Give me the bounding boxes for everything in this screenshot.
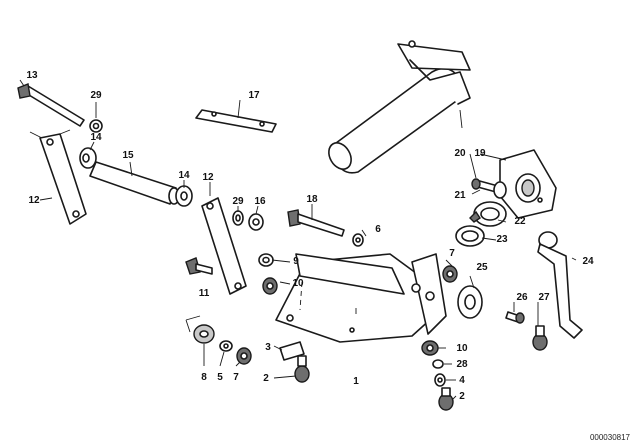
- housing-19: [499, 149, 557, 219]
- lever-12-center: [201, 197, 247, 295]
- callout-29-mid: 29: [232, 196, 244, 207]
- callout-19: 19: [474, 148, 486, 159]
- callout-18: 18: [306, 194, 318, 205]
- callout-26: 26: [516, 292, 528, 303]
- callout-11: 11: [199, 288, 210, 299]
- bolt-2-right: [438, 387, 454, 411]
- clamp-22: [469, 201, 507, 227]
- bolt-18: [287, 209, 345, 237]
- bolt-13: [17, 83, 85, 127]
- callout-1: 1: [353, 376, 359, 387]
- callout-20: 20: [454, 148, 466, 159]
- callout-7-left: 7: [233, 372, 239, 383]
- callout-14-left: 14: [90, 132, 102, 143]
- callout-10-lower: 10: [456, 343, 468, 354]
- callout-12-center: 12: [202, 172, 214, 183]
- callout-28: 28: [456, 359, 468, 370]
- callout-labels: 13 29 17 14 15 12 12 14 29 16 20 19 21 2…: [26, 70, 594, 402]
- callout-22: 22: [514, 216, 526, 227]
- callout-3: 3: [265, 342, 271, 353]
- washer-29-top: [89, 119, 103, 133]
- spring-21: [493, 181, 507, 199]
- callout-5: 5: [217, 372, 223, 383]
- bolt-11: [185, 257, 213, 275]
- callout-14-right: 14: [178, 170, 190, 181]
- callout-24: 24: [582, 256, 594, 267]
- lever-12-left: [39, 133, 87, 225]
- callout-16: 16: [254, 196, 266, 207]
- callout-15: 15: [122, 150, 134, 161]
- main-bracket-1: [275, 253, 447, 343]
- callout-2-right: 2: [459, 391, 465, 402]
- callout-25: 25: [476, 262, 488, 273]
- callout-29-top: 29: [90, 90, 102, 101]
- callout-27: 27: [538, 292, 550, 303]
- nut-16: [248, 213, 264, 231]
- washer-29-mid: [232, 210, 244, 226]
- washer-25: [457, 285, 483, 319]
- nut-10-lower: [421, 340, 439, 356]
- bushing-8: [193, 324, 215, 344]
- bolt-2-left: [294, 355, 310, 383]
- callout-9: 9: [293, 256, 299, 267]
- washer-28: [432, 359, 444, 369]
- steering-column-tube: [328, 40, 471, 174]
- callout-21: 21: [454, 190, 466, 201]
- callout-17: 17: [248, 90, 260, 101]
- leader-lines: [19, 79, 577, 401]
- washer-6: [352, 233, 364, 247]
- callout-8: 8: [201, 372, 207, 383]
- bracket-17: [195, 109, 277, 133]
- diagram-id: 000030817: [590, 433, 631, 442]
- nut-10-upper: [262, 277, 278, 295]
- bushing-14-left: [79, 147, 97, 169]
- callout-2-left: 2: [263, 373, 269, 384]
- bolt-27: [532, 325, 548, 351]
- bushing-14-right: [175, 185, 193, 207]
- screw-26: [505, 311, 525, 324]
- clamp-23: [455, 225, 485, 247]
- nut-7-left: [236, 347, 252, 365]
- nut-9: [258, 253, 274, 267]
- shaft-15: [89, 161, 180, 205]
- washer-4: [434, 373, 446, 387]
- callout-10-upper: 10: [292, 278, 304, 289]
- callout-23: 23: [496, 234, 508, 245]
- lever-24: [537, 231, 583, 339]
- callout-12-left: 12: [28, 195, 40, 206]
- callout-13: 13: [26, 70, 38, 81]
- callout-7-right: 7: [449, 248, 455, 259]
- washer-5: [219, 340, 233, 352]
- callout-6: 6: [375, 224, 381, 235]
- callout-4: 4: [459, 375, 465, 386]
- nut-7-right: [442, 265, 458, 283]
